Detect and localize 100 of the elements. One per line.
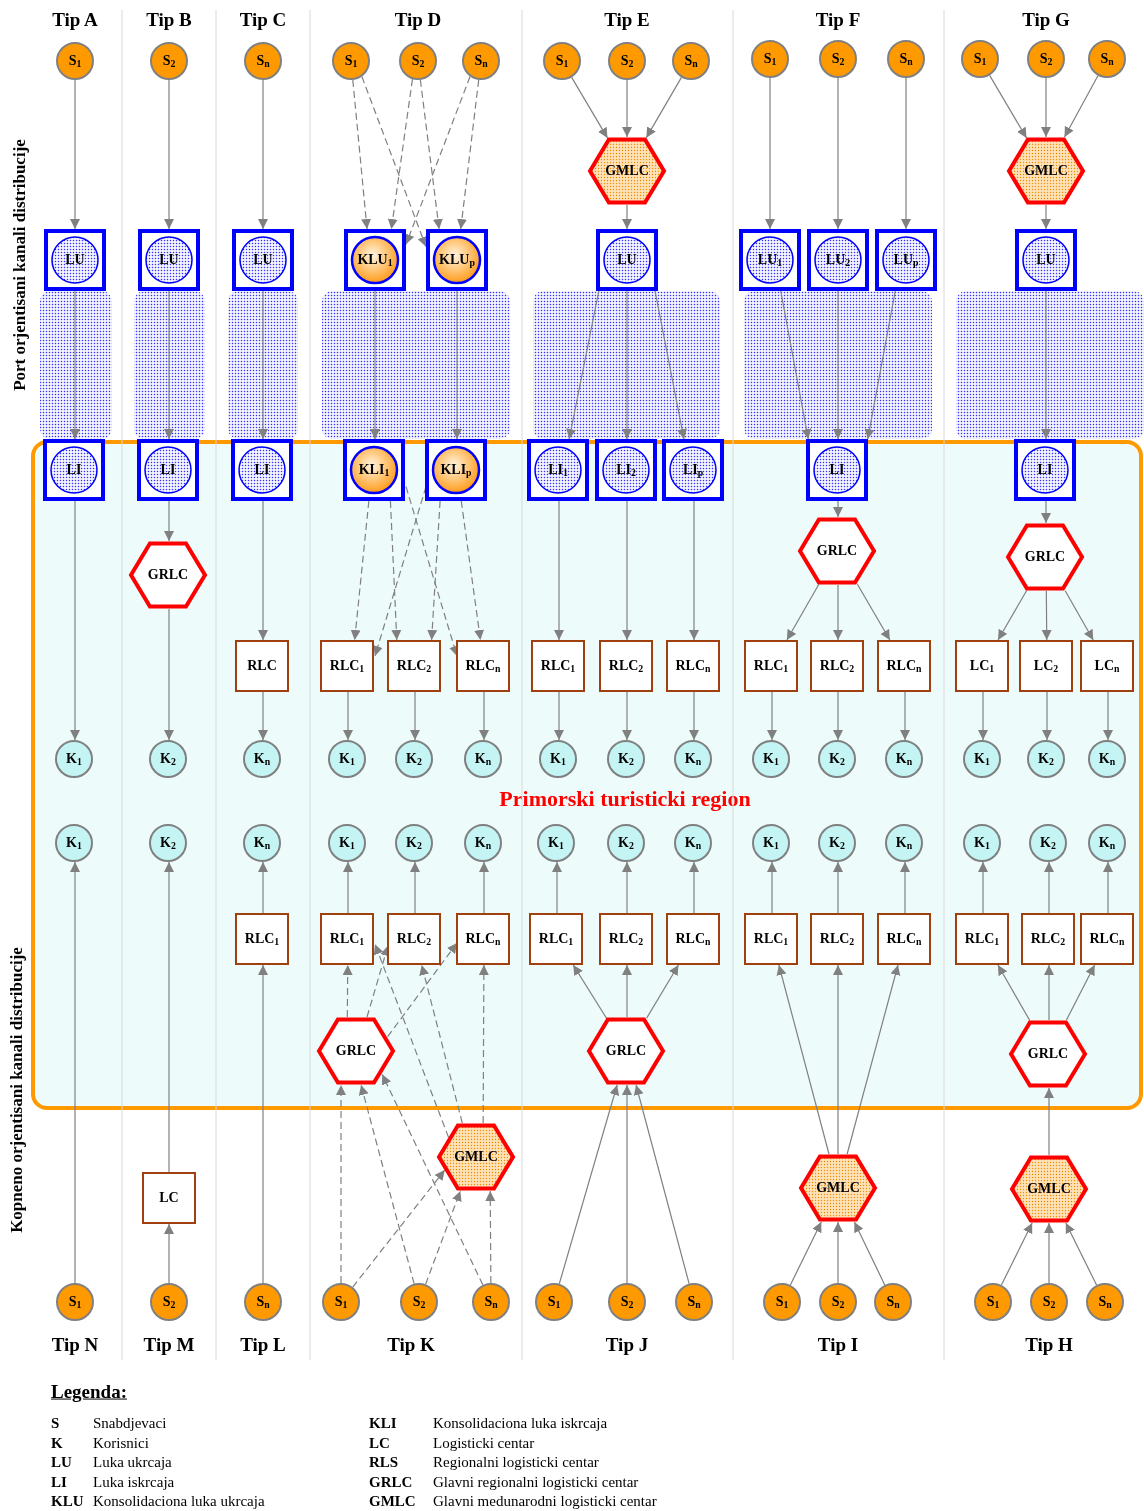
arrow [833, 584, 843, 641]
supplier-circle: S$_{n}$ [244, 42, 282, 80]
section-label: Kopneno orjentisani kanali distribucije [7, 947, 27, 1233]
arrow [1044, 964, 1054, 1021]
arrow [456, 79, 480, 230]
arrow [164, 608, 174, 741]
arrow [689, 691, 699, 741]
arrow [622, 964, 632, 1018]
consolidation-port-box: KLI$_{p}$ [425, 439, 487, 501]
arrow [479, 861, 489, 914]
port-box: LU$_{p}$ [875, 229, 937, 291]
supplier-circle: S$_{2}$ [150, 1283, 188, 1321]
port-box: LI [806, 439, 868, 501]
logistics-center-box: RLC$_{2}$ [387, 640, 441, 692]
arrow [164, 500, 174, 542]
arrow [864, 290, 896, 440]
arrow [833, 290, 843, 440]
customer-circle: K$_{1}$ [752, 824, 790, 862]
arrow [381, 1073, 484, 1286]
arrow [833, 1221, 843, 1284]
supplier-circle: S$_{1}$ [322, 1283, 360, 1321]
port-box: LI [231, 439, 293, 501]
arrow [1064, 590, 1094, 641]
region-title: Primorski turisticki region [499, 788, 751, 810]
arrow [452, 290, 462, 440]
international-hub-hexagon: GMLC [1010, 1155, 1088, 1223]
arrow [767, 691, 777, 741]
legend-key: LI [51, 1473, 67, 1490]
port-box: LI$_{2}$ [595, 439, 657, 501]
arrow [978, 861, 988, 914]
logistics-center-box: LC$_{2}$ [1019, 640, 1073, 692]
supplier-circle: S$_{1}$ [961, 40, 999, 78]
arrow [70, 79, 80, 230]
regional-hub-hexagon: GRLC [129, 541, 207, 609]
logistics-center-box: RLC$_{n}$ [666, 640, 720, 692]
arrow [789, 1221, 822, 1286]
legend-key: GRLC [369, 1473, 413, 1490]
logistics-center-box: RLC$_{1}$ [531, 640, 585, 692]
column-title: Tip L [240, 1334, 286, 1356]
arrow [765, 77, 775, 230]
supplier-circle: S$_{1}$ [543, 42, 581, 80]
logistics-center-box: RLC$_{n}$ [456, 640, 510, 692]
consolidation-port-box: KLU$_{p}$ [426, 229, 488, 291]
logistics-center-box: RLC$_{2}$ [1021, 913, 1075, 965]
customer-circle: K$_{1}$ [963, 824, 1001, 862]
arrow [846, 964, 901, 1155]
column-title: Tip C [239, 9, 287, 31]
supplier-circle: S$_{n}$ [1088, 40, 1126, 78]
logistics-center-box: RLC$_{1}$ [320, 640, 374, 692]
customer-circle: K$_{n}$ [885, 740, 923, 778]
supplier-circle: S$_{n}$ [874, 1283, 912, 1321]
arrow [780, 290, 812, 440]
legend-key: LC [369, 1434, 390, 1451]
legend-text: Glavni regionalni logisticki centar [433, 1473, 639, 1490]
arrow [900, 861, 910, 914]
logistics-center-box: RLC$_{n}$ [877, 640, 931, 692]
arrow [1042, 691, 1052, 741]
column-title: Tip A [52, 9, 98, 31]
logistics-center-box: LC$_{n}$ [1080, 640, 1134, 692]
arrow [478, 964, 489, 1124]
customer-circle: K$_{2}$ [818, 824, 856, 862]
supplier-circle: S$_{n}$ [244, 1283, 282, 1321]
international-hub-hexagon: GMLC [799, 1154, 877, 1222]
arrow [1044, 1222, 1054, 1284]
column-title: Tip D [394, 9, 442, 31]
column-title: Tip G [1022, 9, 1070, 31]
column-title: Tip B [146, 9, 192, 31]
logistics-center-box: RLC$_{2}$ [810, 640, 864, 692]
logistics-center-box: RLC$_{1}$ [955, 913, 1009, 965]
arrow [833, 500, 843, 518]
customer-circle: K$_{2}$ [149, 740, 187, 778]
port-box: LU [596, 229, 658, 291]
port-box: LU$_{1}$ [739, 229, 801, 291]
logistics-center-box: RLC$_{1}$ [320, 913, 374, 965]
arrow [571, 76, 609, 139]
arrow [1065, 1222, 1098, 1286]
customer-circle: K$_{n}$ [464, 740, 502, 778]
arrow [552, 861, 562, 914]
arrow [1103, 861, 1113, 914]
arrow [1041, 500, 1051, 524]
legend-text: Regionalni logisticki centar [433, 1453, 599, 1471]
international-hub-hexagon: GMLC [1007, 137, 1085, 205]
arrow [370, 290, 380, 440]
column-title: Tip N [51, 1334, 99, 1356]
arrow [1041, 590, 1052, 641]
arrow [419, 79, 443, 230]
supplier-circle: S$_{2}$ [400, 1283, 438, 1321]
regional-hub-hexagon: GRLC [317, 1017, 395, 1085]
arrow [622, 691, 632, 741]
arrow [352, 79, 372, 230]
customer-circle: K$_{2}$ [395, 740, 433, 778]
arrow [1103, 691, 1113, 741]
arrow [164, 290, 174, 440]
logistics-center-box: RLC$_{1}$ [235, 913, 289, 965]
customer-circle: K$_{1}$ [537, 824, 575, 862]
arrow [258, 861, 268, 914]
arrow [425, 1190, 462, 1285]
arrow [70, 861, 80, 1284]
arrow [689, 500, 699, 641]
arrow [554, 500, 564, 641]
